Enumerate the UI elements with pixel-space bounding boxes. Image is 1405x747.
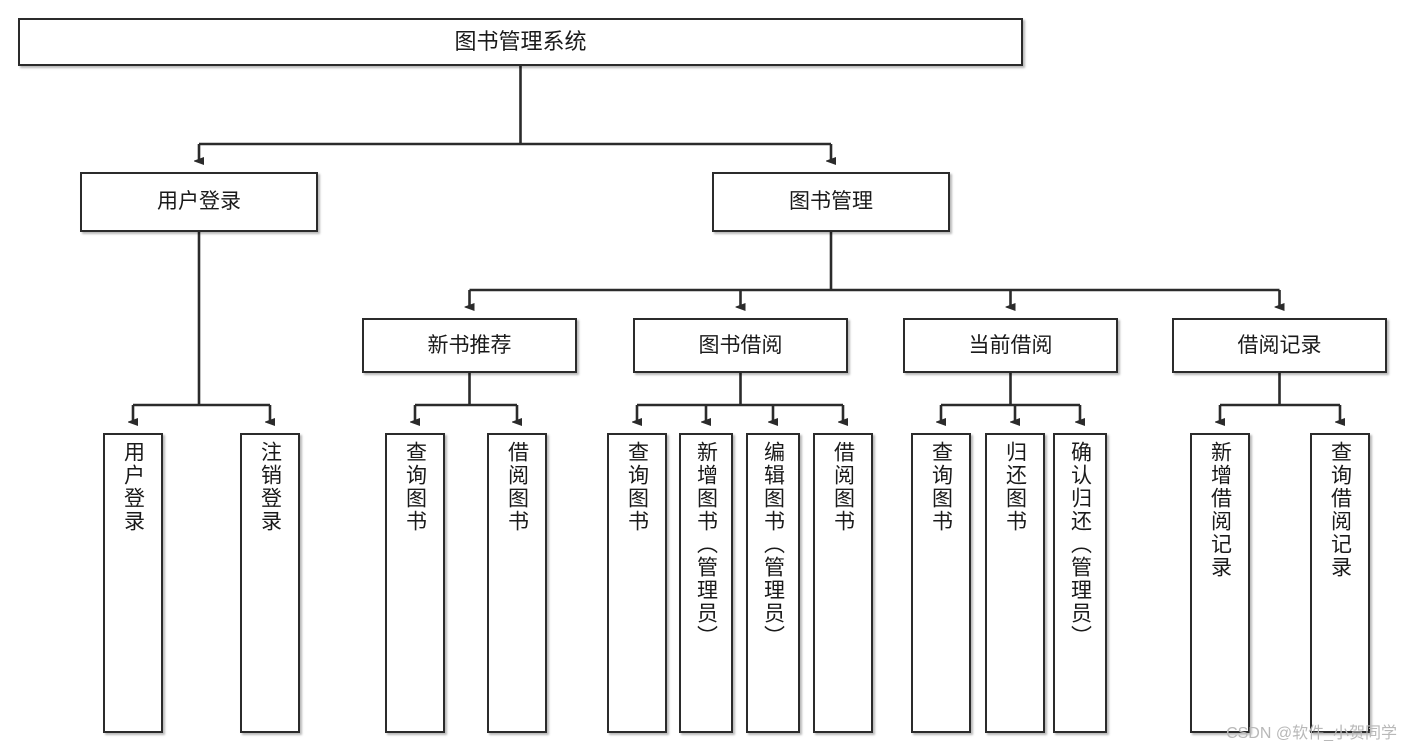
node-leaf-query-books-borrow-label: 查询图书 [625,441,649,533]
node-new-book-recommendation[interactable]: 新书推荐 [362,318,577,373]
node-leaf-query-borrow-record[interactable]: 查询借阅记录 [1310,433,1370,733]
node-root-label: 图书管理系统 [454,28,587,54]
node-root[interactable]: 图书管理系统 [18,18,1023,66]
edge-paths [133,66,1340,422]
node-leaf-add-borrow-record[interactable]: 新增借阅记录 [1190,433,1250,733]
node-leaf-borrow-books-borrow[interactable]: 借阅图书 [813,433,873,733]
node-leaf-user-login[interactable]: 用户登录 [103,433,163,733]
node-leaf-add-borrow-record-label: 新增借阅记录 [1208,441,1232,579]
node-book-borrowing[interactable]: 图书借阅 [633,318,848,373]
node-leaf-logout[interactable]: 注销登录 [240,433,300,733]
node-new-book-recommendation-label: 新书推荐 [427,333,512,357]
node-leaf-query-books-borrow[interactable]: 查询图书 [607,433,667,733]
node-borrow-records[interactable]: 借阅记录 [1172,318,1387,373]
node-leaf-borrow-books-rec[interactable]: 借阅图书 [487,433,547,733]
node-borrow-records-label: 借阅记录 [1237,333,1322,357]
node-leaf-query-books-rec[interactable]: 查询图书 [385,433,445,733]
node-leaf-query-books-current-label: 查询图书 [929,441,953,533]
node-leaf-logout-label: 注销登录 [258,441,282,533]
node-leaf-add-book-admin-label: 新增图书（管理员） [694,441,718,648]
node-leaf-return-books[interactable]: 归还图书 [985,433,1045,733]
node-leaf-query-books-rec-label: 查询图书 [403,441,427,533]
node-user-login-label: 用户登录 [157,190,241,214]
node-book-management-label: 图书管理 [789,190,873,214]
node-leaf-add-book-admin[interactable]: 新增图书（管理员） [679,433,733,733]
node-leaf-borrow-books-rec-label: 借阅图书 [505,441,529,533]
watermark: CSDN @软件_小贺同学 [1226,725,1397,742]
node-user-login[interactable]: 用户登录 [80,172,318,232]
node-leaf-edit-book-admin[interactable]: 编辑图书（管理员） [746,433,800,733]
node-book-management[interactable]: 图书管理 [712,172,950,232]
node-leaf-borrow-books-borrow-label: 借阅图书 [831,441,855,533]
node-book-borrowing-label: 图书借阅 [698,333,783,357]
node-leaf-edit-book-admin-label: 编辑图书（管理员） [761,441,785,648]
node-leaf-confirm-return-admin[interactable]: 确认归还（管理员） [1053,433,1107,733]
node-leaf-confirm-return-admin-label: 确认归还（管理员） [1068,441,1092,648]
node-leaf-query-books-current[interactable]: 查询图书 [911,433,971,733]
node-leaf-query-borrow-record-label: 查询借阅记录 [1328,441,1352,579]
node-leaf-user-login-label: 用户登录 [121,441,145,533]
node-current-borrowing-label: 当前借阅 [968,333,1053,357]
node-current-borrowing[interactable]: 当前借阅 [903,318,1118,373]
node-leaf-return-books-label: 归还图书 [1003,441,1027,533]
